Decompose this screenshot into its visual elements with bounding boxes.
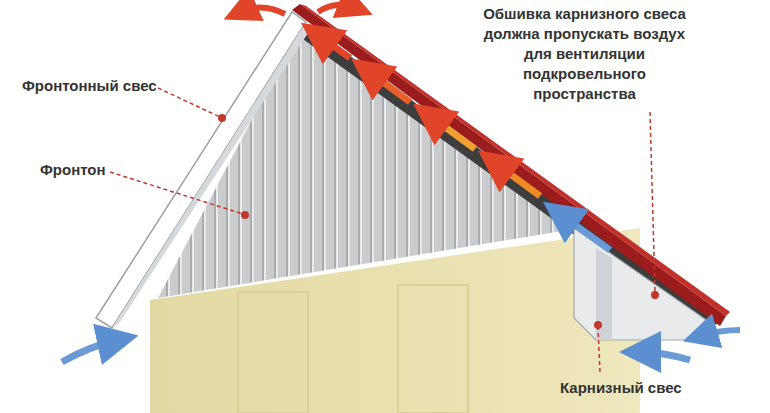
gable-overhang xyxy=(96,12,306,328)
leader-line xyxy=(650,112,655,292)
air-arrow xyxy=(495,163,540,196)
leader-dot xyxy=(218,114,226,122)
roof-edge xyxy=(292,4,726,326)
air-arrow xyxy=(62,340,118,362)
part-label: Фронтон xyxy=(40,160,106,180)
leader-line xyxy=(598,328,600,372)
air-arrow xyxy=(430,116,475,149)
window-outline xyxy=(238,292,308,413)
air-arrow xyxy=(560,214,610,250)
air-arrow xyxy=(318,35,350,58)
leader-dot xyxy=(651,291,659,299)
eave-soffit xyxy=(574,228,712,340)
leader-dot xyxy=(594,321,602,329)
leader-line xyxy=(110,172,243,214)
window-outline xyxy=(398,285,468,413)
part-label: Карнизный свес xyxy=(560,378,682,398)
gable-overhang-side xyxy=(112,22,310,328)
roof-underside xyxy=(296,20,720,330)
air-arrow xyxy=(318,5,356,12)
leader-line xyxy=(158,88,220,117)
air-arrow xyxy=(368,71,410,102)
roof-edge xyxy=(300,4,730,316)
air-arrow xyxy=(700,330,740,336)
note-label: Обшивка карнизного свеса должна пропуска… xyxy=(482,4,687,104)
part-label: Фронтонный свес xyxy=(22,76,157,96)
air-arrow xyxy=(240,7,285,14)
air-arrow xyxy=(640,352,690,360)
leader-dot xyxy=(241,211,249,219)
